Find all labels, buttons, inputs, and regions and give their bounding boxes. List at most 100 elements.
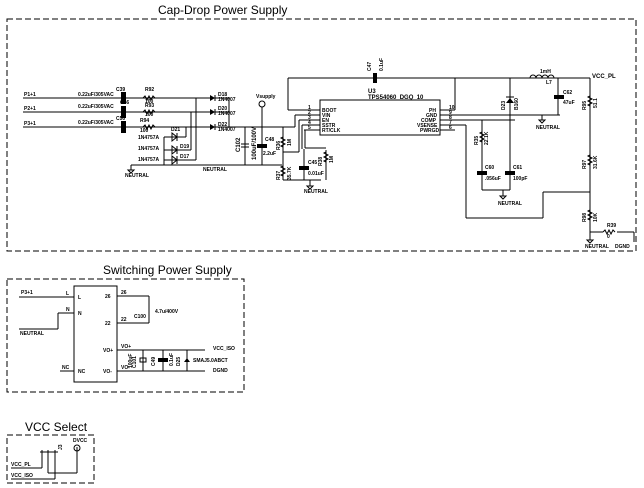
- u3-right-pins: PH GND COMP VSENSE PWRGD 10 9 8 7 6: [417, 105, 455, 134]
- svg-text:VO+: VO+: [103, 348, 113, 354]
- capacitor-c60: [477, 171, 487, 175]
- svg-text:1N4007: 1N4007: [218, 127, 236, 133]
- svg-text:22: 22: [105, 321, 111, 327]
- svg-text:NEUTRAL: NEUTRAL: [203, 167, 227, 173]
- svg-text:C100: C100: [134, 314, 146, 320]
- svg-text:C101: C101: [132, 356, 138, 368]
- svg-text:100uF: 100uF: [128, 354, 134, 368]
- svg-text:VCC_ISO: VCC_ISO: [213, 346, 235, 352]
- svg-text:R37: R37: [276, 171, 282, 180]
- svg-text:NEUTRAL: NEUTRAL: [498, 201, 522, 207]
- svg-text:TPS54060_DGQ_10: TPS54060_DGQ_10: [368, 95, 424, 101]
- svg-text:R98: R98: [582, 213, 588, 222]
- svg-text:J3: J3: [58, 444, 64, 450]
- svg-text:2: 2: [308, 110, 311, 116]
- svg-text:VO-: VO-: [121, 365, 130, 371]
- capacitor-c39: [121, 92, 126, 104]
- svg-text:26: 26: [121, 290, 127, 296]
- svg-text:100pF: 100pF: [513, 176, 527, 182]
- svg-text:.056uF: .056uF: [485, 176, 501, 182]
- capacitor-c49: [158, 358, 168, 362]
- svg-text:DGND: DGND: [213, 368, 228, 374]
- svg-text:R38: R38: [318, 157, 324, 166]
- svg-text:C46: C46: [120, 100, 129, 106]
- jumper-j3[interactable]: VCC_PL VCC_ISO J3 DVCC: [11, 438, 88, 480]
- svg-text:0.01uF: 0.01uF: [308, 171, 324, 177]
- svg-text:R94: R94: [140, 118, 149, 124]
- svg-text:L: L: [66, 291, 69, 297]
- svg-text:P3+1: P3+1: [21, 290, 33, 296]
- svg-text:NEUTRAL: NEUTRAL: [536, 125, 560, 131]
- vsupply-net: Vsupply C102 100uF/100V C48 2.2uF: [236, 94, 276, 165]
- svg-text:3: 3: [308, 115, 311, 121]
- svg-text:VO-: VO-: [103, 369, 112, 375]
- svg-text:N: N: [78, 311, 82, 317]
- svg-text:1N4757A: 1N4757A: [138, 157, 160, 163]
- switching-title: Switching Power Supply: [103, 263, 232, 277]
- cap-drop-title: Cap-Drop Power Supply: [158, 3, 287, 17]
- svg-text:100: 100: [145, 112, 154, 118]
- svg-text:R93: R93: [145, 103, 154, 109]
- input-line-p1: P1+1 0.22uF/305VAC C39 R92 100: [23, 87, 195, 105]
- test-point-dvcc: [73, 444, 81, 452]
- svg-text:9: 9: [449, 110, 452, 116]
- enable-divider: R36 1M R37 35.7K C45 0.01uF R38 1M NEUTR…: [276, 127, 335, 195]
- svg-text:47uF: 47uF: [563, 100, 575, 106]
- svg-text:C50: C50: [116, 116, 125, 122]
- svg-text:C60: C60: [485, 165, 494, 171]
- boot-cap: C47 0.1uF: [287, 58, 590, 110]
- svg-text:100: 100: [140, 128, 149, 134]
- svg-text:0.1uF: 0.1uF: [169, 353, 175, 366]
- svg-text:VSENSE: VSENSE: [417, 123, 438, 129]
- capacitor-c61: [505, 171, 515, 175]
- svg-text:NEUTRAL: NEUTRAL: [585, 244, 609, 250]
- resistor-r39: [602, 228, 616, 236]
- svg-text:1M: 1M: [329, 156, 335, 163]
- svg-text:51.1: 51.1: [593, 98, 599, 108]
- svg-text:SMAJ5.0ABCT: SMAJ5.0ABCT: [193, 358, 228, 364]
- svg-text:VCC_PL: VCC_PL: [11, 462, 31, 468]
- svg-text:31.6K: 31.6K: [593, 155, 599, 169]
- svg-text:D18: D18: [218, 92, 227, 98]
- svg-text:D19: D19: [180, 144, 189, 150]
- inductor-l7: [529, 74, 555, 79]
- svg-text:NEUTRAL: NEUTRAL: [125, 173, 149, 179]
- svg-text:C62: C62: [563, 90, 572, 96]
- tvs-diode-d25: [184, 358, 190, 362]
- output-stage: D23 B160 1mH L7 C62 47uF NEUTRAL R35 22.…: [455, 69, 590, 219]
- svg-text:R92: R92: [145, 87, 154, 93]
- svg-text:0: 0: [607, 234, 610, 240]
- feedback-divider: VCC_PL R95 51.1 R97 31.6K R98 10K R39 0 …: [582, 74, 635, 250]
- svg-text:R95: R95: [582, 101, 588, 110]
- capacitor-c48: [257, 144, 267, 148]
- svg-text:P1+1: P1+1: [24, 92, 36, 98]
- input-line-p3: P3+1 0.22uF/305VAC C50 R94 100: [23, 116, 195, 134]
- svg-text:R39: R39: [607, 223, 616, 229]
- svg-text:N: N: [66, 307, 70, 313]
- svg-text:PWRGD: PWRGD: [420, 128, 440, 134]
- svg-text:R97: R97: [582, 160, 588, 169]
- svg-text:10K: 10K: [593, 212, 599, 222]
- svg-text:C45: C45: [308, 160, 317, 166]
- svg-text:EN: EN: [322, 118, 329, 124]
- capacitor-c101: [139, 357, 147, 363]
- vcc-select-box: [6, 434, 95, 484]
- capacitor-c47: [373, 73, 377, 83]
- svg-text:DGND: DGND: [615, 244, 630, 250]
- svg-text:NEUTRAL: NEUTRAL: [304, 189, 328, 195]
- svg-text:1N4757A: 1N4757A: [138, 135, 160, 141]
- svg-text:COMP: COMP: [421, 118, 437, 124]
- svg-text:VCC_ISO: VCC_ISO: [11, 473, 33, 479]
- resistor-r94: [142, 123, 156, 131]
- svg-text:0.22uF/305VAC: 0.22uF/305VAC: [78, 104, 114, 110]
- rectifier-diodes: D18 1N4007 D20 1N4007 D22 1N4007: [195, 92, 290, 133]
- svg-text:PH: PH: [429, 108, 436, 114]
- svg-text:0.1uF: 0.1uF: [379, 58, 385, 71]
- input-line-p2: P2+1 0.22uF/305VAC C46 R93 100: [23, 100, 195, 118]
- svg-text:D20: D20: [218, 106, 227, 112]
- svg-text:100: 100: [145, 99, 154, 105]
- switching-box: [6, 278, 245, 393]
- svg-text:35.7K: 35.7K: [287, 166, 293, 180]
- capacitor-c62: [554, 95, 564, 99]
